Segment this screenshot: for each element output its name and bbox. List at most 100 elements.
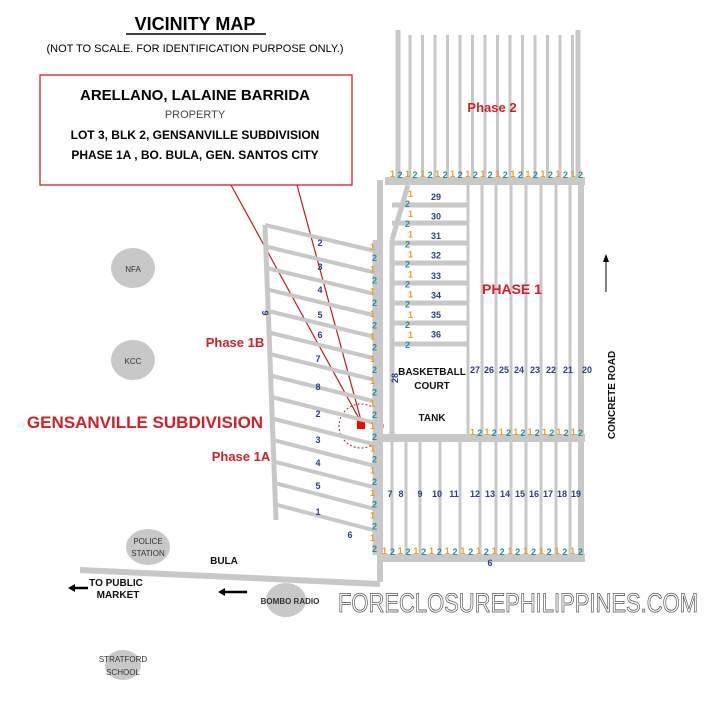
lot-marker: 2: [535, 428, 540, 438]
lot-line: [274, 481, 376, 511]
lot-marker: 1: [370, 376, 375, 386]
lot-marker: 1: [470, 427, 475, 437]
lot-marker: 1: [570, 546, 575, 556]
lot-number: 5: [317, 310, 322, 320]
lot-marker: 2: [578, 428, 583, 438]
lot-marker: 2: [518, 170, 523, 180]
property-box: [39, 74, 353, 186]
lot-marker: 1: [382, 546, 387, 556]
lot-marker: 1: [460, 546, 465, 556]
lot-marker: 1: [408, 229, 413, 239]
lot-marker: 1: [370, 421, 375, 431]
lot-number: 33: [431, 271, 441, 281]
lot-number: 4: [317, 285, 322, 295]
lot-marker: 2: [492, 428, 497, 438]
lot-marker: 2: [578, 170, 583, 180]
lot-marker: 2: [372, 298, 377, 308]
lot-marker: 2: [372, 253, 377, 263]
arrow-left-icon: [68, 584, 88, 592]
lot-line: [270, 373, 376, 404]
lot-number: 17: [543, 489, 553, 499]
map-title: VICINITY MAP: [135, 14, 256, 34]
lot-marker: 2: [484, 547, 489, 557]
station-label: STATION: [131, 549, 165, 558]
lot-marker: 1: [370, 331, 375, 341]
lot-number: 6: [317, 330, 322, 340]
landmark-kcc: [111, 340, 155, 380]
lot-line: [274, 502, 376, 533]
lot-number: 8: [315, 382, 320, 392]
property-marker: [357, 419, 365, 429]
lot-marker: 2: [428, 170, 433, 180]
lot-marker: 2: [372, 522, 377, 532]
lot-marker: 2: [547, 547, 552, 557]
lot-number: 26: [484, 365, 494, 375]
lot-number: 6: [347, 530, 352, 540]
lot-number: 31: [431, 231, 441, 241]
lot-number: 3: [315, 435, 320, 445]
lot-marker: 2: [372, 365, 377, 375]
lot-line: [264, 223, 376, 253]
lot-description: LOT 3, BLK 2, GENSANVILLE SUBDIVISION: [71, 128, 320, 142]
lot-marker: 2: [405, 199, 410, 209]
lot-number: 9: [260, 310, 270, 315]
lot-marker: 1: [570, 169, 575, 179]
north-arrow-icon: [603, 254, 609, 292]
lot-marker: 1: [523, 546, 528, 556]
lot-marker: 2: [372, 387, 377, 397]
lot-marker: 1: [556, 427, 561, 437]
lot-marker: 2: [372, 410, 377, 420]
lot-marker: 1: [398, 546, 403, 556]
map-subtitle: (NOT TO SCALE. FOR IDENTIFICATION PURPOS…: [46, 43, 343, 55]
lot-marker: 1: [525, 169, 530, 179]
lot-marker: 2: [531, 547, 536, 557]
phase1-label: PHASE 1: [482, 281, 542, 297]
lot-number: 2: [317, 238, 322, 248]
lot-number: 9: [417, 489, 422, 499]
lot-number: 20: [582, 365, 592, 375]
lot-marker: 2: [372, 276, 377, 286]
lot-marker: 1: [539, 546, 544, 556]
lot-number: 1: [315, 507, 320, 517]
lot-marker: 1: [555, 169, 560, 179]
lot-number: 7: [387, 489, 392, 499]
lot-number: 8: [398, 489, 403, 499]
lot-line: [266, 266, 376, 296]
lot-marker: 1: [413, 546, 418, 556]
lot-marker: 1: [408, 270, 413, 280]
lot-number: 11: [449, 489, 459, 499]
lot-marker: 1: [429, 546, 434, 556]
landmarks: NFA KCC POLICE STATION BOMBO RADIO STRAT…: [99, 248, 319, 680]
pointer-line: [230, 184, 363, 425]
lot-marker: 2: [458, 170, 463, 180]
lot-marker: 1: [408, 310, 413, 320]
school-label: SCHOOL: [106, 668, 140, 677]
lot-marker: 1: [370, 399, 375, 409]
lot-marker: 1: [408, 330, 413, 340]
lot-marker: 1: [492, 546, 497, 556]
bula-label: BULA: [210, 556, 238, 567]
lot-marker: 2: [372, 320, 377, 330]
concrete-road-label: CONCRETE ROAD: [607, 351, 618, 439]
lot-marker: 1: [370, 287, 375, 297]
lot-line: [266, 287, 376, 318]
road-network: [79, 30, 585, 587]
lot-number: 34: [431, 291, 441, 301]
lot-marker: 1: [445, 546, 450, 556]
lot-number: 28: [390, 373, 400, 383]
lot-marker: 2: [548, 170, 553, 180]
lot-number: 30: [431, 212, 441, 222]
lot-marker: 1: [408, 189, 413, 199]
lot-marker: 2: [372, 432, 377, 442]
phase2-label: Phase 2: [467, 100, 516, 115]
owner-name: ARELLANO, LALAINE BARRIDA: [80, 87, 310, 104]
landmark-stratford-school: [105, 650, 141, 680]
lot-marker: 1: [510, 169, 515, 179]
lot-number: 21: [563, 365, 573, 375]
lot-marker: 1: [370, 242, 375, 252]
lot-marker: 2: [563, 170, 568, 180]
bula-road: [79, 567, 381, 587]
lot-marker: 2: [405, 320, 410, 330]
